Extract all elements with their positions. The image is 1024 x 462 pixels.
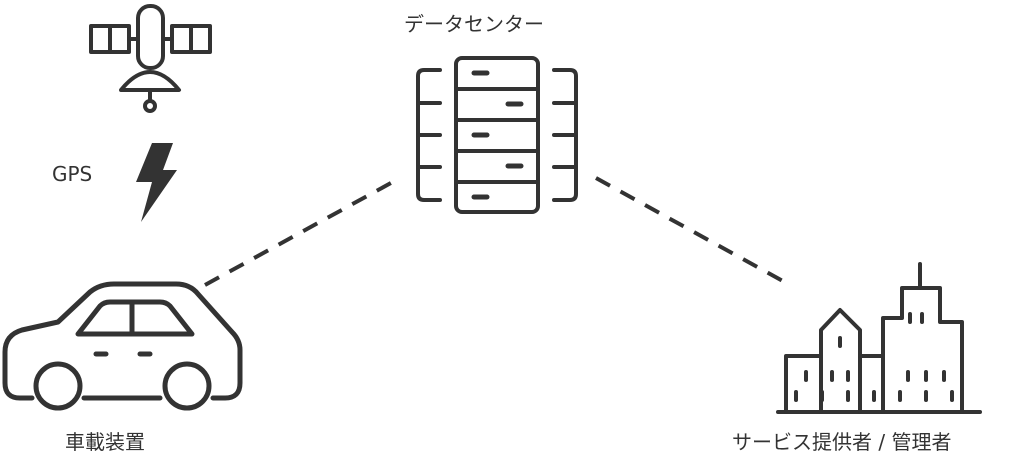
- connector-datacenter-service: [595, 176, 791, 287]
- gps-label: GPS: [52, 162, 93, 186]
- server-rack-icon: [416, 56, 578, 214]
- lightning-bolt-icon: [136, 143, 177, 222]
- car-icon: [2, 281, 243, 411]
- datacenter-label: データセンター: [404, 12, 544, 36]
- satellite-icon: [89, 4, 212, 113]
- service-provider-label: サービス提供者 / 管理者: [732, 430, 952, 454]
- city-buildings-icon: [776, 262, 982, 414]
- vehicle-label: 車載装置: [65, 430, 145, 454]
- connector-vehicle-datacenter: [204, 176, 401, 287]
